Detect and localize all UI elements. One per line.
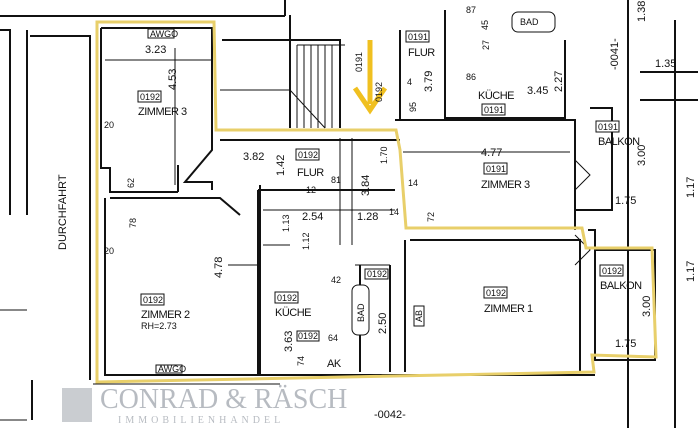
watermark-line2: IMMOBILIENHANDEL — [118, 415, 284, 426]
dim-depth: 4.78 — [213, 257, 225, 278]
dim-d1: 14 — [408, 178, 418, 188]
room-name: FLUR — [297, 167, 324, 179]
unit-0042-label: -0042- — [374, 409, 406, 421]
room-flur-left: 3.82 1.42 0192 FLUR 81 12 2.54 1.13 1.12… — [243, 148, 341, 285]
room-code: 0192 — [602, 266, 622, 276]
entrance-arrow-icon — [352, 40, 388, 115]
dim-depth: 3.00 — [641, 296, 653, 317]
dim-d1: 81 — [331, 175, 341, 185]
room-flur-right: 0191 FLUR 3.79 95 4 0191 0192 — [354, 30, 436, 112]
room-name: BALKON — [598, 136, 640, 148]
stair-height: 3.84 — [360, 175, 372, 196]
room-code: 0191 — [598, 122, 618, 132]
room-zimmer1: 0192 ZIMMER 1 AB — [413, 286, 533, 327]
room-code: 0192 — [367, 269, 387, 279]
dim-d1: 20 — [104, 120, 114, 130]
watermark: CONRAD & RÄSCH IMMOBILIENHANDEL — [62, 384, 347, 426]
room-code: 0192 — [143, 295, 163, 305]
stair-code-2: 0192 — [374, 82, 384, 102]
room-name: ZIMMER 1 — [484, 303, 533, 315]
dim-d3: 27 — [481, 40, 491, 50]
room-code: 0191 — [486, 164, 506, 174]
room-height: RH=2.73 — [141, 321, 177, 331]
room-name: KÜCHE — [275, 307, 311, 319]
room-name: BALKON — [600, 280, 642, 292]
dim-outside-top: 1.38 — [636, 1, 648, 22]
room-zimmer2: 78 20 4.78 0192 ZIMMER 2 RH=2.73 AWGO — [104, 218, 225, 374]
stair-height-2: 1.70 — [379, 146, 389, 164]
room-kueche-right: 87 45 27 BAD 86 KÜCHE 3.45 2.27 0191 — [466, 5, 565, 116]
dim-w2: 1.28 — [357, 211, 378, 223]
room-code: 0192 — [486, 288, 506, 298]
dim-depth: 3.79 — [423, 71, 435, 92]
dim-depth: 3.00 — [636, 145, 648, 166]
dim-width: 4.77 — [481, 147, 502, 159]
dim-d2: 4 — [407, 77, 412, 87]
dim-d2: 14 — [389, 207, 399, 217]
room-code: 0191 — [408, 32, 428, 42]
ak-label: AK — [327, 358, 342, 370]
dim-outside-r2: 1.17 — [685, 261, 697, 282]
room-balkon-bottom: 0192 BALKON 3.00 1.75 — [599, 264, 653, 350]
room-name: FLUR — [408, 47, 435, 59]
dim-depth: 2.27 — [553, 71, 565, 92]
dim-d1: 78 — [128, 218, 138, 228]
room-code: 0192 — [298, 150, 318, 160]
dim-h2: 1.13 — [281, 214, 291, 232]
stair-code: 0191 — [354, 52, 364, 72]
dim-d2: 64 — [328, 333, 338, 343]
bath-label: BAD — [520, 17, 539, 27]
dim-d1: 74 — [296, 356, 306, 366]
ak-code: 0192 — [298, 331, 318, 341]
room-name: KÜCHE — [478, 90, 514, 102]
room-name: ZIMMER 3 — [481, 179, 530, 191]
dim-d3: 72 — [426, 212, 436, 222]
room-kueche-left: 0192 KÜCHE 3.63 74 0192 64 AK — [274, 291, 342, 370]
dim-width: 1.75 — [615, 195, 636, 207]
dim-d2: 12 — [306, 185, 316, 195]
dim-outside-mid: 1.35 — [655, 58, 676, 70]
room-code: 0192 — [277, 293, 297, 303]
room-zimmer3-right: 4.77 0191 ZIMMER 3 14 3.84 1.70 1.28 14 … — [357, 146, 530, 223]
room-name: ZIMMER 3 — [138, 106, 187, 118]
dim-d2: 45 — [480, 20, 490, 30]
dim-width: 1.75 — [615, 338, 636, 350]
dim-width: 3.45 — [527, 85, 548, 97]
dim-depth: 2.50 — [377, 313, 389, 334]
dim-h3: 1.12 — [301, 232, 311, 250]
window-label: AWGO — [150, 29, 178, 39]
unit-outline — [95, 20, 658, 384]
dim-outside-r1: 1.17 — [685, 177, 697, 198]
ab-label: AB — [414, 310, 424, 322]
room-code: 0191 — [484, 105, 504, 115]
dim-d2: 20 — [104, 246, 114, 256]
room-zimmer3-left: AWGO 3.23 4.53 0192 ZIMMER 3 20 62 — [104, 28, 187, 188]
dim-d1: 95 — [408, 102, 418, 112]
window-label: AWGO — [158, 364, 186, 374]
unit-0041-label: -0041- — [609, 38, 621, 70]
dim-d3: 42 — [331, 275, 341, 285]
dim-h: 1.42 — [275, 155, 287, 176]
room-balkon-top: 0191 BALKON 3.00 1.75 — [595, 120, 648, 207]
dim-depth: 3.63 — [283, 331, 295, 352]
room-bad-left: 0192 BAD 2.50 — [351, 268, 389, 336]
dim-depth: 4.53 — [167, 69, 179, 90]
dim-d2: 62 — [126, 178, 136, 188]
durchfahrt-label: DURCHFAHRT — [57, 174, 69, 250]
dim-d1: 87 — [466, 5, 476, 15]
dim-w2: 2.54 — [302, 211, 323, 223]
dim-d4: 86 — [466, 72, 476, 82]
room-name: ZIMMER 2 — [141, 309, 190, 321]
dim-width: 3.82 — [243, 151, 264, 163]
watermark-line1: CONRAD & RÄSCH — [100, 384, 347, 415]
room-code: 0192 — [140, 92, 160, 102]
bathtub-label: BAD — [356, 303, 366, 322]
dim-width: 3.23 — [145, 44, 166, 56]
